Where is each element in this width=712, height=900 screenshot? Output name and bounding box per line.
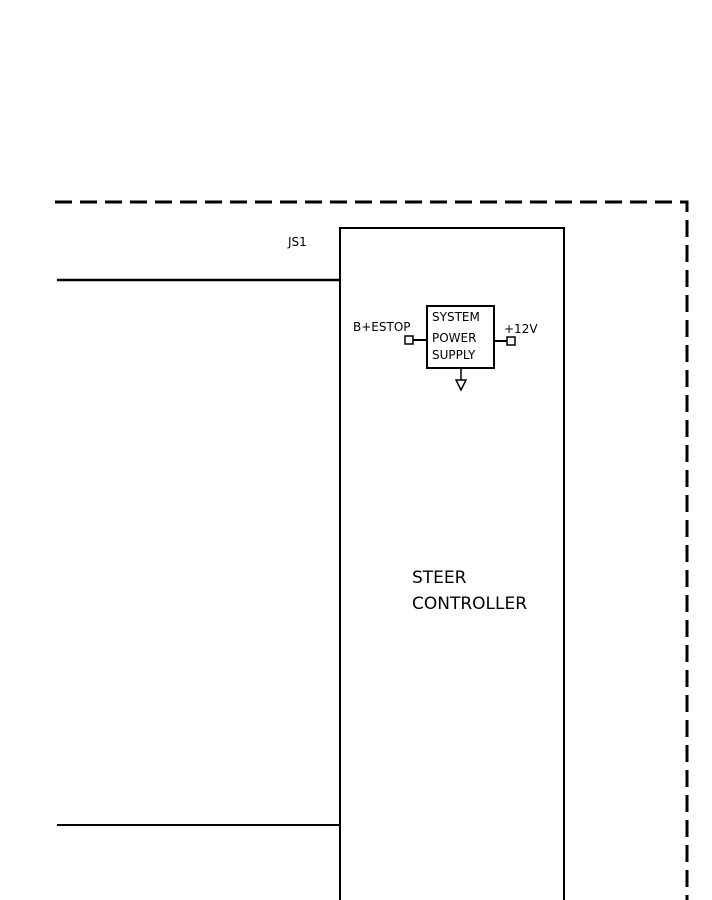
power-supply-line3: SUPPLY [432,348,476,362]
ground-icon [454,379,468,392]
controller-title-line1: STEER [412,568,467,588]
controller-title-line2: CONTROLLER [412,594,527,614]
input-label: B+ESTOP [353,320,411,334]
power-supply-line2: POWER [432,331,476,345]
power-supply-line1: SYSTEM [432,310,480,324]
steer-controller-box [339,227,565,900]
input-terminal-icon [404,335,414,345]
output-label: +12V [504,322,538,336]
output-terminal-icon [506,336,516,346]
enclosure-boundary [55,200,689,900]
connector-label: JS1 [287,235,307,249]
